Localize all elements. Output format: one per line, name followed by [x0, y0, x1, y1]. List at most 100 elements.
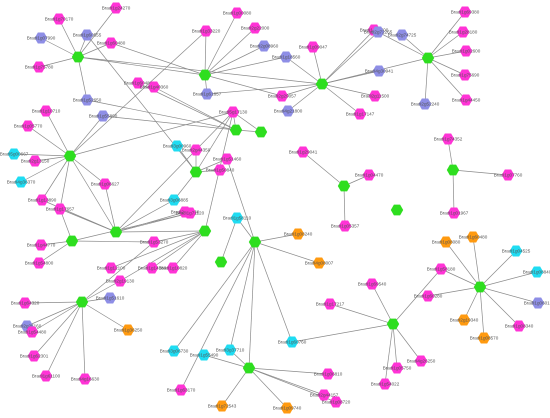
hub-node-h8[interactable] — [254, 126, 268, 138]
gene-node-c4[interactable]: Bradi1g75690 — [451, 69, 480, 81]
gene-node-o7[interactable]: Bradi1g60760 — [278, 336, 307, 348]
gene-node-r9[interactable]: Bradi1g58180 — [427, 263, 456, 275]
gene-node-d3[interactable]: Bradi1g40360 — [140, 81, 169, 93]
hub-node-h5[interactable] — [229, 124, 243, 136]
hub-node-h10[interactable] — [337, 180, 351, 192]
gene-node-b3[interactable]: Bradi2g72265 — [364, 26, 393, 38]
gene-node-m6[interactable]: Bradi2g19130 — [106, 275, 135, 287]
gene-node-r5[interactable]: Bradi1g06018 — [524, 297, 550, 309]
gene-node-m1[interactable]: Bradi1g44770 — [27, 239, 56, 251]
gene-node-k3[interactable]: Bradi1g01967 — [440, 207, 469, 219]
gene-node-e5[interactable]: Bradi4g36370 — [7, 176, 36, 188]
gene-node-p1[interactable]: Bradi1g55490 — [190, 349, 219, 361]
gene-node-a8[interactable]: Bradi2g22000 — [241, 22, 270, 34]
hub-node-h17[interactable] — [248, 236, 262, 248]
hub-node-h2[interactable] — [198, 69, 212, 81]
gene-node-g1[interactable]: Bradi1g29041 — [289, 146, 318, 158]
hub-node-h19[interactable] — [386, 318, 400, 330]
gene-node-a1[interactable]: Bradi1g70170 — [45, 13, 74, 25]
gene-node-m7[interactable]: Bradi1g14380 — [138, 262, 167, 274]
gene-node-c6[interactable]: Bradi2g52240 — [411, 98, 440, 110]
gene-node-a10[interactable]: Bradi2g08960 — [250, 40, 279, 52]
gene-node-g2[interactable]: Bradi1g04470 — [355, 169, 384, 181]
gene-node-q3[interactable]: Bradi1g54022 — [371, 378, 400, 390]
gene-node-r10[interactable]: Bradi1g60280 — [414, 290, 443, 302]
gene-node-a3[interactable]: Bradi1g07990 — [27, 32, 56, 44]
gene-node-f1[interactable]: Bradi3g00960 — [163, 140, 192, 152]
gene-node-a6[interactable]: Bradi1g52650 — [73, 94, 102, 106]
gene-node-r2[interactable]: Bradi1g60480 — [459, 231, 488, 243]
gene-node-q4[interactable]: Bradi4g26250 — [407, 355, 436, 367]
gene-node-c1[interactable]: Bradi1g69380 — [451, 6, 480, 18]
hub-node-h16[interactable] — [214, 256, 228, 268]
gene-node-f7[interactable]: Bradi1g71120 — [176, 207, 205, 219]
gene-node-g3[interactable]: Bradi1g05357 — [331, 220, 360, 232]
gene-node-n8[interactable]: Bradi4g16630 — [71, 373, 100, 385]
gene-node-a11[interactable]: Bradi1g00080 — [223, 7, 252, 19]
gene-node-c2[interactable]: Bradi1g28180 — [449, 26, 478, 38]
hub-node-h20[interactable] — [473, 281, 487, 293]
hub-node-h13[interactable] — [65, 235, 79, 247]
gene-node-q1[interactable]: Bradi1g17217 — [316, 298, 345, 310]
gene-node-a12[interactable]: Bradi1g18560 — [272, 51, 301, 63]
gene-node-e8[interactable]: Bradi1g17657 — [46, 203, 75, 215]
gene-node-r3[interactable]: Bradi1g04525 — [502, 245, 531, 257]
gene-node-b7[interactable]: Bradi4g21800 — [274, 105, 303, 117]
gene-node-a7[interactable]: Bradi1g60480 — [97, 37, 126, 49]
hub-node-h1[interactable] — [71, 51, 85, 63]
gene-node-e6[interactable]: Bradi1g13890 — [28, 194, 57, 206]
gene-node-c7[interactable]: Bradi2g74725 — [388, 29, 417, 41]
gene-node-a4[interactable]: Bradi1g60555 — [73, 29, 102, 41]
gene-node-n1[interactable]: Bradi1g64320 — [11, 297, 40, 309]
hub-node-h9[interactable] — [109, 226, 123, 238]
gene-node-o1[interactable]: Bradi1g58110 — [223, 212, 252, 224]
hub-node-h12[interactable] — [390, 204, 404, 216]
gene-node-b1[interactable]: Bradi1g09047 — [299, 41, 328, 53]
gene-node-e7[interactable]: Bradi1g06627 — [91, 178, 120, 190]
gene-node-n7[interactable]: Bradi1g61100 — [32, 370, 61, 382]
gene-node-p6[interactable]: Bradi1g08720 — [322, 396, 351, 408]
gene-node-a14[interactable]: Bradi2g29057 — [268, 90, 297, 102]
gene-node-f5[interactable]: Bradi3g06885 — [160, 194, 189, 206]
gene-node-p4[interactable]: Bradi1g06810 — [314, 368, 343, 380]
gene-node-d4[interactable]: Bradi1g55890 — [89, 110, 118, 122]
gene-node-q2[interactable]: Bradi1g69540 — [358, 278, 387, 290]
gene-node-m4[interactable]: Bradi1g12100 — [97, 262, 126, 274]
hub-node-h6[interactable] — [63, 150, 77, 162]
gene-node-d2[interactable]: Bradi1g60480 — [124, 77, 153, 89]
gene-node-n3[interactable]: Bradi1g51610 — [96, 292, 125, 304]
gene-node-p2[interactable]: Bradi1g72543 — [208, 400, 237, 412]
hub-node-h11[interactable] — [446, 164, 460, 176]
gene-node-p3[interactable]: Bradi1g09740 — [273, 402, 302, 414]
gene-node-d1[interactable]: Bradi5g17130 — [219, 106, 248, 118]
hub-node-h3[interactable] — [315, 78, 329, 90]
gene-node-f4[interactable]: Bradi1g51460 — [213, 153, 242, 165]
gene-node-e4[interactable]: Bradi5g00667 — [0, 148, 29, 160]
gene-node-q5[interactable]: Bradi1g05750 — [383, 362, 412, 374]
gene-node-c5[interactable]: Bradi1g44450 — [452, 94, 481, 106]
gene-node-k2[interactable]: Bradi1g07760 — [494, 169, 523, 181]
gene-node-m2[interactable]: Bradi1g53270 — [140, 236, 169, 248]
hub-node-h15[interactable] — [75, 296, 89, 308]
gene-node-r8[interactable]: Bradi2g19340 — [450, 314, 479, 326]
gene-node-r4[interactable]: Bradi1g08840 — [523, 266, 550, 278]
gene-node-n5[interactable]: Bradi1g36250 — [114, 324, 143, 336]
hub-node-h7[interactable] — [189, 166, 203, 178]
gene-node-e1[interactable]: Bradi1g10710 — [32, 105, 61, 117]
gene-node-e2[interactable]: Bradi1g05770 — [14, 120, 43, 132]
gene-node-o6[interactable]: Bradi3g37710 — [216, 344, 245, 356]
gene-node-b5[interactable]: Bradi2g11500 — [361, 90, 390, 102]
gene-node-o4[interactable]: Bradi3g06730 — [160, 345, 189, 357]
gene-node-m5[interactable]: Bradi1g10820 — [159, 262, 188, 274]
gene-node-r6[interactable]: Bradi1g08340 — [505, 320, 534, 332]
gene-node-f2[interactable]: Bradi2g44350 — [182, 144, 211, 156]
gene-node-r7[interactable]: Bradi1g08570 — [470, 332, 499, 344]
gene-node-n4[interactable]: Bradi1g54480 — [18, 326, 47, 338]
gene-node-a13[interactable]: Bradi1g61857 — [193, 88, 222, 100]
gene-node-r1[interactable]: Bradi1g08080 — [432, 236, 461, 248]
gene-node-b6[interactable]: Bradi1g17147 — [346, 108, 375, 120]
gene-node-e3[interactable]: Bradi2g13150 — [21, 155, 50, 167]
gene-node-a9[interactable]: Bradi1g33220 — [192, 25, 221, 37]
hub-node-h18[interactable] — [242, 362, 256, 374]
gene-node-n6[interactable]: Bradi1g62301 — [20, 350, 49, 362]
